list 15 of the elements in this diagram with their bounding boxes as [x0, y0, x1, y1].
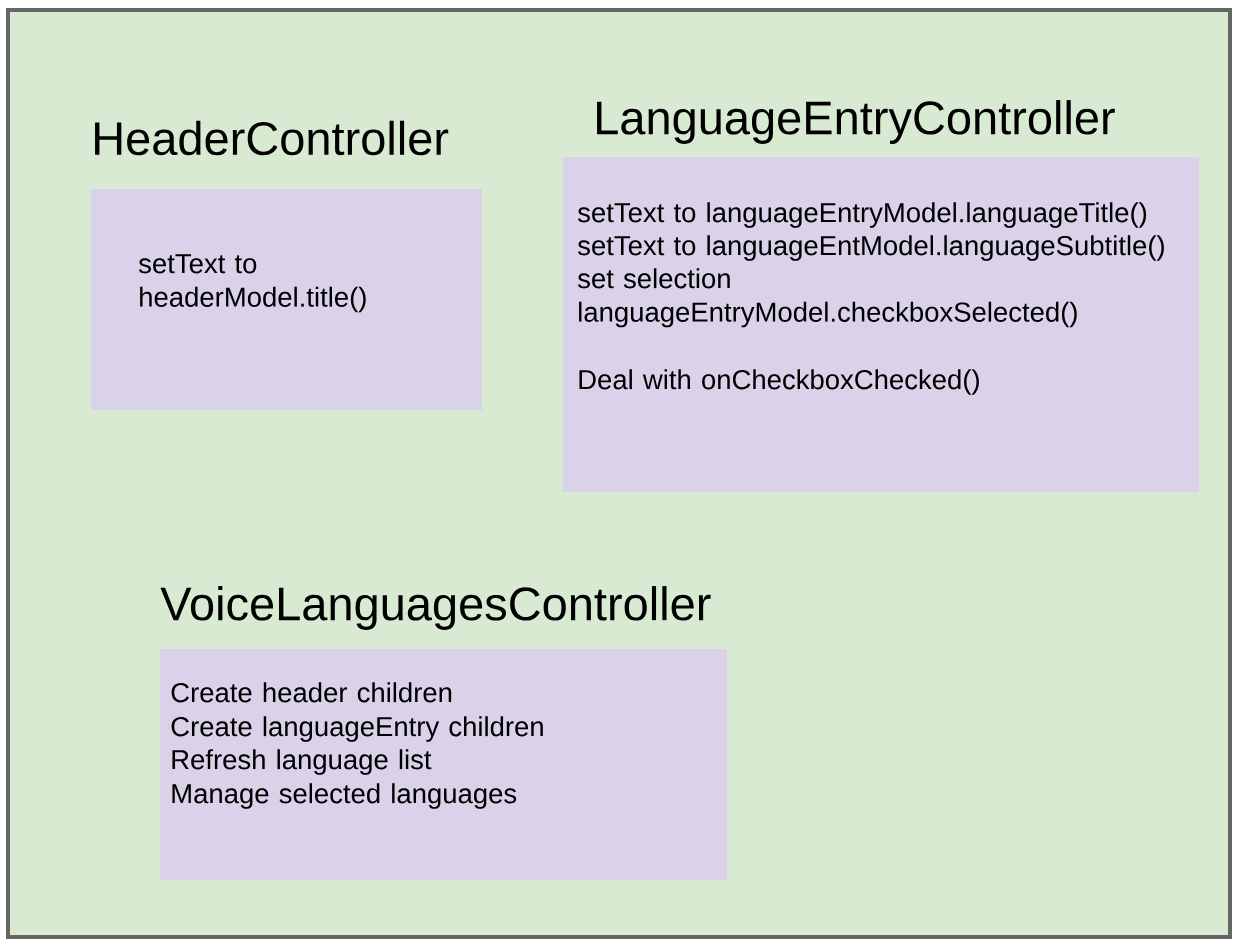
- code-text: Manage selected languages: [172, 783, 517, 809]
- controller-box: [91, 189, 482, 410]
- code-text: Create languageEntry children: [171, 716, 543, 742]
- code-text: Deal with onCheckboxChecked(): [579, 369, 979, 395]
- heading: VoiceLanguagesController: [160, 586, 711, 630]
- heading: HeaderController: [95, 120, 449, 156]
- code-text: Create header children: [171, 682, 452, 703]
- code-text: Refresh language list: [172, 749, 432, 775]
- heading: LanguageEntryController: [597, 100, 1115, 144]
- code-text: set selection languageEntryModel.checkboxSelected(): [577, 268, 1077, 328]
- controller-box: [563, 157, 1199, 492]
- code-text: setText to languageEntryModel.languageTitle(): [577, 202, 1147, 228]
- code-text: setText to languageEntModel.languageSubtitle(): [577, 235, 1164, 261]
- code-text: setText to headerModel.title(): [138, 254, 366, 313]
- controller-box: [160, 649, 727, 880]
